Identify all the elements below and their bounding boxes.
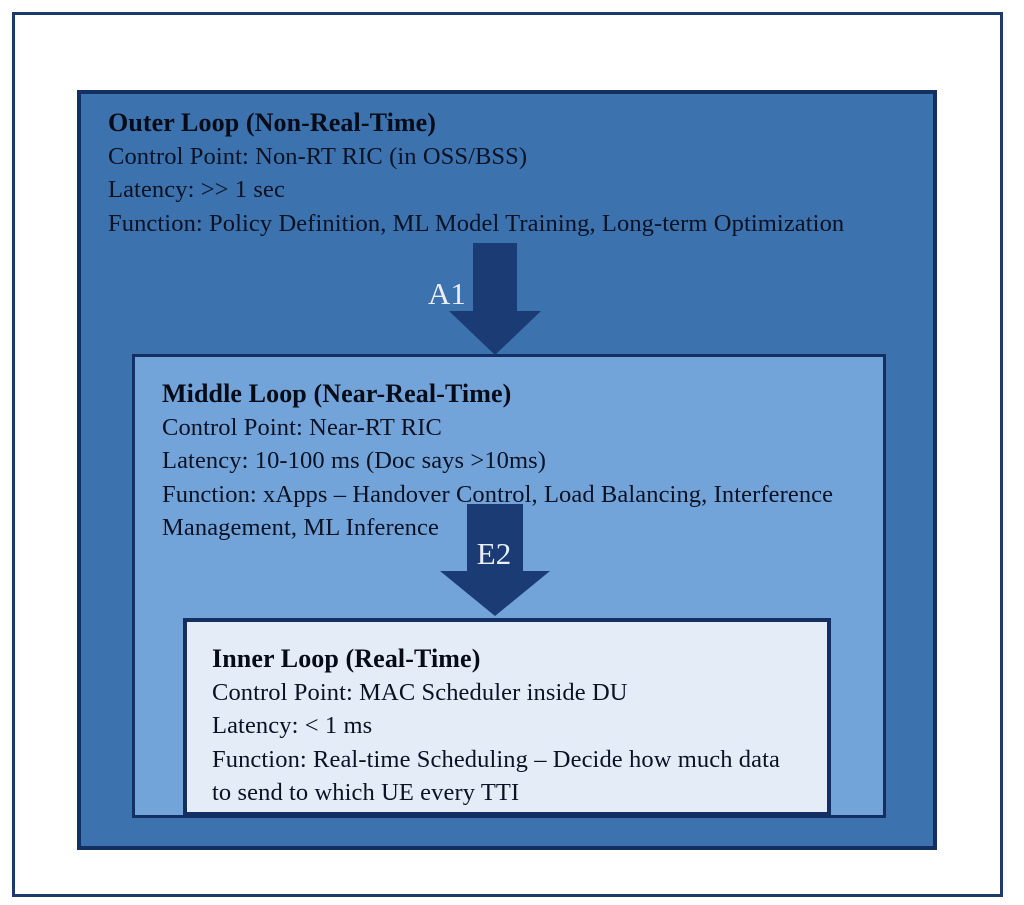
outer-loop-text: Outer Loop (Non-Real-Time) Control Point… [108,106,918,240]
inner-loop-title: Inner Loop (Real-Time) [212,644,481,673]
inner-loop-function: Function: Real-time Scheduling – Decide … [212,745,780,807]
inner-loop-latency: Latency: < 1 ms [212,712,373,739]
middle-loop-function: Function: xApps – Handover Control, Load… [162,480,834,542]
middle-loop-control-point: Control Point: Near-RT RIC [162,413,442,441]
middle-loop-latency: Latency: 10-100 ms (Doc says >10ms) [162,447,547,474]
a1-down-arrow: A1 [428,243,541,355]
e2-down-arrow: E2 [440,504,550,616]
outer-loop-latency: Latency: >> 1 sec [108,176,285,203]
outer-loop-box: Outer Loop (Non-Real-Time) Control Point… [77,90,937,850]
middle-loop-text: Middle Loop (Near-Real-Time) Control Poi… [162,377,872,545]
a1-arrow-label: A1 [428,276,466,311]
outer-loop-control-point: Control Point: Non-RT RIC (in OSS/BSS) [108,142,528,170]
inner-loop-control-point: Control Point: MAC Scheduler inside DU [212,678,628,706]
outer-frame: Outer Loop (Non-Real-Time) Control Point… [12,12,1003,897]
outer-loop-function: Function: Policy Definition, ML Model Tr… [108,209,845,237]
down-arrow-icon [449,243,541,355]
inner-loop-text: Inner Loop (Real-Time) Control Point: MA… [212,642,800,810]
inner-loop-box: Inner Loop (Real-Time) Control Point: MA… [183,618,831,816]
outer-loop-title: Outer Loop (Non-Real-Time) [108,108,437,137]
e2-arrow-label: E2 [477,536,511,571]
middle-loop-box: Middle Loop (Near-Real-Time) Control Poi… [132,354,886,818]
down-arrow-icon [440,504,550,616]
middle-loop-title: Middle Loop (Near-Real-Time) [162,379,512,408]
